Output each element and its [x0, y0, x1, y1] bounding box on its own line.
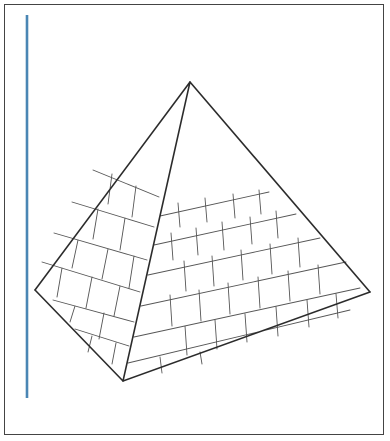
pyramid-illustration	[0, 0, 390, 441]
